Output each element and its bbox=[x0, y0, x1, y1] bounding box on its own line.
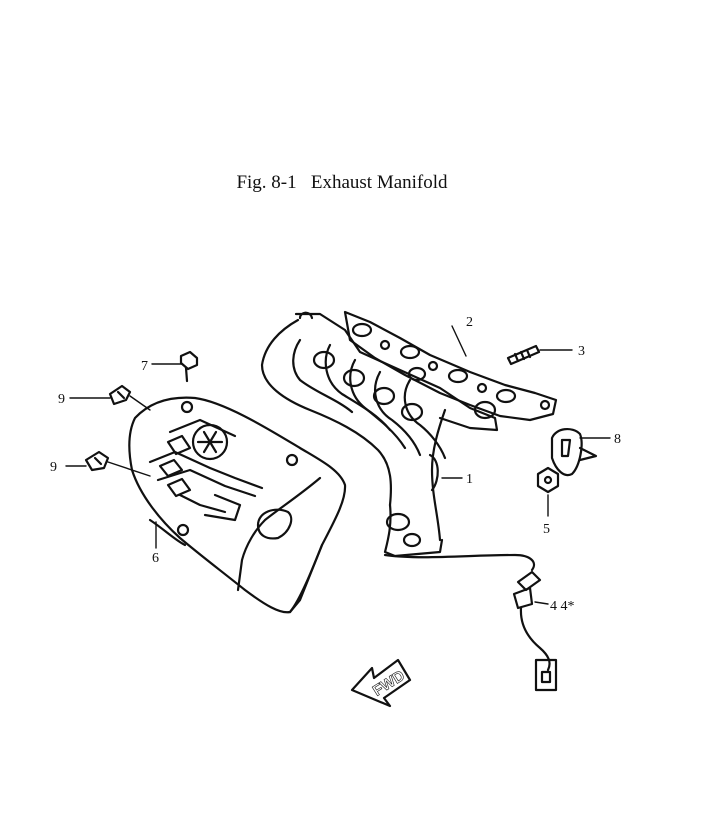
part-4-oxygen-sensor bbox=[383, 553, 558, 692]
part-9-clip-lower bbox=[84, 450, 110, 472]
callout-1: 1 bbox=[466, 472, 473, 487]
fwd-arrow bbox=[350, 658, 412, 708]
callout-4: 4 4* bbox=[550, 599, 575, 614]
callout-5: 5 bbox=[543, 522, 550, 537]
callout-8: 8 bbox=[614, 432, 621, 447]
callout-9-lower: 9 bbox=[50, 460, 57, 475]
callout-2: 2 bbox=[466, 315, 473, 330]
callout-6: 6 bbox=[152, 551, 159, 566]
callout-9-upper: 9 bbox=[58, 392, 65, 407]
leader-lines bbox=[65, 325, 611, 605]
callout-7: 7 bbox=[141, 359, 148, 374]
part-2-gasket bbox=[343, 310, 558, 422]
figure-title: Fig. 8-1 Exhaust Manifold bbox=[236, 172, 448, 193]
part-5-nut bbox=[536, 466, 560, 494]
part-1-exhaust-manifold bbox=[260, 311, 499, 558]
part-8-bracket bbox=[550, 428, 598, 477]
part-6-heat-shield bbox=[128, 396, 347, 614]
callout-3: 3 bbox=[578, 344, 585, 359]
part-7-bolt bbox=[179, 350, 199, 383]
part-3-stud bbox=[506, 344, 541, 366]
part-9-clip-upper bbox=[108, 384, 132, 406]
